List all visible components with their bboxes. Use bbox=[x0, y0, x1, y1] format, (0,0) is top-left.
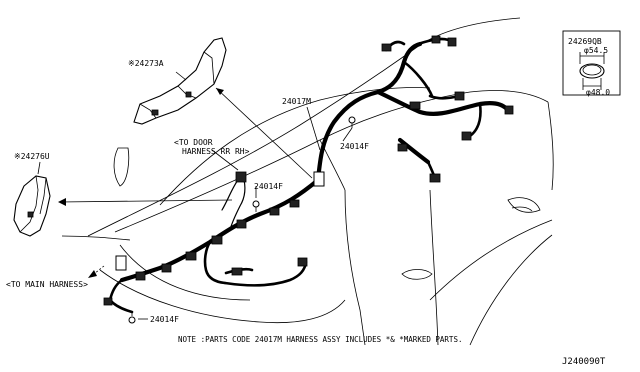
connector bbox=[269, 207, 280, 216]
clip-24014f-mid bbox=[252, 200, 260, 212]
connector bbox=[454, 91, 465, 101]
connector bbox=[161, 263, 172, 273]
inset-part-number: 24269QB bbox=[568, 37, 602, 46]
connector bbox=[185, 251, 197, 261]
connector bbox=[381, 43, 392, 52]
connector bbox=[289, 199, 300, 208]
connector bbox=[235, 171, 247, 183]
label-to-door-line2: HARNESS RR RH> bbox=[182, 147, 250, 156]
label-24276u: ※24276U bbox=[14, 152, 50, 161]
part-24276u-drawing bbox=[13, 175, 51, 237]
leader-arrows bbox=[37, 71, 353, 320]
inset-dim-top: φ54.5 bbox=[584, 46, 608, 55]
label-24014f-top: 24014F bbox=[340, 142, 369, 151]
part-labels: ※24273A ※24276U 24017M 24014F 24014F 240… bbox=[6, 59, 606, 367]
grommet-shape bbox=[579, 63, 605, 79]
harness-24017m bbox=[108, 37, 513, 314]
part-24273a-drawing bbox=[133, 37, 227, 125]
label-24014f-mid: 24014F bbox=[254, 182, 283, 191]
note-text: NOTE :PARTS CODE 24017M HARNESS ASSY INC… bbox=[178, 335, 462, 344]
inset-frame bbox=[562, 30, 621, 96]
clip-24014f-top bbox=[348, 116, 356, 128]
connector bbox=[313, 171, 325, 187]
clip-24014f-parts bbox=[128, 116, 356, 324]
connector bbox=[236, 219, 247, 229]
label-24017m: 24017M bbox=[282, 97, 311, 106]
inset-24269qb: 24269QB φ54.5 φ48.0 bbox=[562, 30, 621, 97]
connector bbox=[429, 173, 441, 183]
connector bbox=[461, 131, 472, 141]
label-to-main-harness: <TO MAIN HARNESS> bbox=[6, 280, 88, 289]
connector bbox=[431, 35, 441, 44]
diagram-code: J240090T bbox=[562, 357, 606, 367]
connector bbox=[135, 271, 146, 281]
harness-connectors bbox=[103, 35, 514, 306]
label-24014f-bottom: 24014F bbox=[150, 315, 179, 324]
label-24273a: ※24273A bbox=[128, 59, 164, 68]
label-to-door-line1: <TO DOOR bbox=[174, 138, 213, 147]
connector bbox=[447, 37, 457, 47]
inset-dim-bottom: φ48.0 bbox=[586, 88, 610, 97]
clip-24014f-bottom bbox=[128, 311, 136, 324]
connector bbox=[231, 267, 243, 276]
connector bbox=[409, 101, 421, 110]
connector bbox=[297, 257, 308, 267]
vehicle-body-outline bbox=[61, 17, 554, 346]
connector bbox=[504, 105, 514, 115]
connector bbox=[397, 143, 408, 152]
connector bbox=[115, 255, 127, 271]
connector bbox=[211, 235, 223, 245]
connector bbox=[103, 297, 113, 306]
